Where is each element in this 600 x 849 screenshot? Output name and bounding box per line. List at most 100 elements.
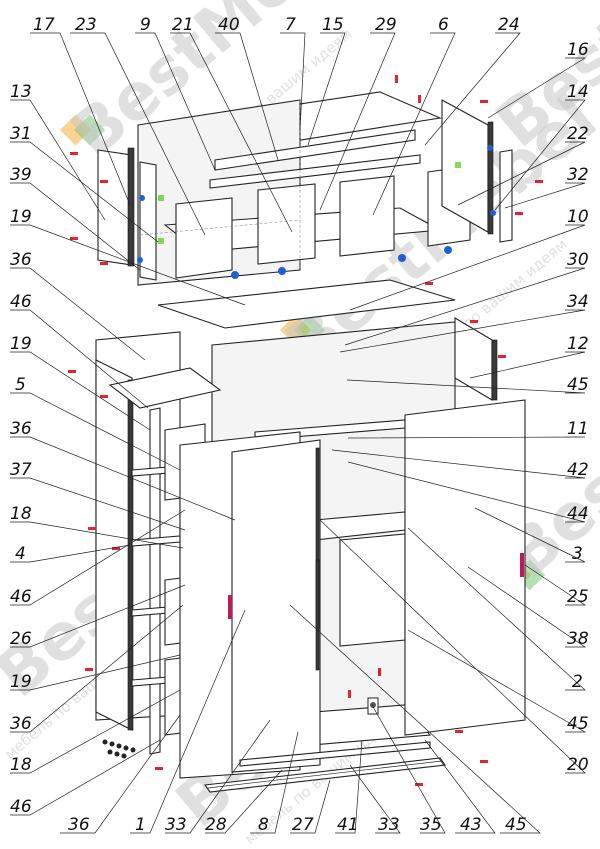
upper-left-edge [127, 147, 135, 267]
upper-left-side-2 [139, 161, 157, 281]
callout-18: 18 [10, 755, 32, 775]
callout-22: 22 [567, 124, 589, 144]
callout-35: 35 [420, 815, 442, 835]
leader-line [10, 182, 141, 271]
bottom-rail [204, 741, 446, 793]
callout-39: 39 [10, 165, 32, 185]
leader-line [487, 57, 587, 119]
callout-46: 46 [10, 797, 32, 817]
floor-rail [204, 757, 446, 793]
callout-33: 33 [378, 815, 400, 835]
callout-45: 45 [505, 815, 527, 835]
leader-line [494, 99, 586, 211]
callout-36: 36 [10, 714, 32, 734]
leader-line [467, 566, 587, 648]
leader-line [10, 224, 246, 306]
middle-shelf [157, 279, 456, 329]
dowel-marker-icon [100, 262, 108, 265]
leader-line [10, 544, 131, 563]
leader-line [10, 99, 106, 221]
callout-31: 31 [10, 124, 32, 144]
dowel-marker-icon [480, 100, 488, 103]
leader-line [339, 309, 586, 353]
dowel-marker-icon [70, 237, 78, 240]
leader-line [165, 719, 271, 834]
leader-line [10, 604, 184, 733]
callout-25: 25 [567, 587, 589, 607]
hidden-line [139, 219, 301, 236]
cam-fitting-icon [487, 145, 493, 151]
callout-9: 9 [140, 15, 151, 35]
callout-3: 3 [572, 544, 583, 564]
leader-line [319, 519, 586, 774]
dowel-marker-icon [415, 783, 423, 786]
upper-door-right [339, 175, 395, 257]
dowel-marker-icon [155, 767, 163, 770]
leader-line [280, 32, 306, 131]
left-side-edge [127, 379, 134, 731]
callout-19: 19 [10, 334, 32, 354]
callout-28: 28 [205, 815, 227, 835]
callout-32: 32 [567, 165, 589, 185]
door-handle [520, 553, 524, 577]
callout-4: 4 [15, 544, 26, 564]
leader-line [10, 141, 159, 243]
dowel-marker-icon [100, 395, 108, 398]
leader-line [215, 32, 279, 161]
callout-43: 43 [460, 815, 482, 835]
callout-36: 36 [10, 250, 32, 270]
leader-line [10, 267, 146, 361]
cam-fitting-icon [278, 267, 286, 275]
leader-line [250, 731, 299, 834]
dowel-marker-icon [395, 75, 398, 83]
callout-42: 42 [567, 460, 589, 480]
callout-44: 44 [567, 504, 589, 524]
leader-line [307, 32, 346, 146]
upper-door-mid [257, 183, 316, 265]
callout-27: 27 [292, 815, 314, 835]
leader-line [70, 32, 206, 236]
fitting-markers [68, 75, 543, 786]
leader-line [504, 182, 586, 209]
upper-module [97, 91, 513, 286]
callout-6: 6 [438, 15, 449, 35]
callout-37: 37 [10, 460, 32, 480]
cam-fitting-icon [139, 195, 145, 201]
upper-strip [214, 129, 416, 171]
callout-26: 26 [10, 629, 32, 649]
dowel-marker-icon [418, 95, 421, 103]
upper-right-edge [487, 121, 494, 235]
callout-17: 17 [33, 15, 55, 35]
leader-line [457, 141, 586, 206]
leader-line [10, 521, 184, 549]
sliding-door-left [231, 439, 321, 773]
edge-band-icon [158, 238, 164, 244]
callout-1: 1 [135, 815, 146, 835]
leader-line [10, 351, 151, 431]
inner-panel [339, 533, 406, 647]
leader-line [10, 392, 181, 471]
leader-line [170, 32, 293, 233]
leader-line [30, 32, 131, 206]
callout-7: 7 [285, 15, 296, 35]
callout-21: 21 [172, 15, 194, 35]
right-side-edge [491, 339, 498, 401]
dowel-marker-icon [88, 527, 96, 530]
dowel-marker-icon [70, 152, 78, 155]
leader-line [347, 436, 586, 439]
leader-line [10, 689, 181, 774]
dowel-marker-icon [100, 180, 108, 183]
dowel-marker-icon [112, 547, 120, 550]
door-roller-icon [367, 697, 379, 715]
leader-line [347, 461, 586, 523]
callout-24: 24 [498, 15, 520, 35]
upper-door-left [175, 197, 233, 279]
leader-line [474, 507, 586, 563]
callout-19: 19 [10, 672, 32, 692]
callout-34: 34 [567, 292, 589, 312]
leader-line [331, 449, 586, 479]
callout-13: 13 [10, 82, 32, 102]
leader-line [135, 32, 216, 171]
callout-12: 12 [567, 334, 589, 354]
callout-36: 36 [68, 815, 90, 835]
